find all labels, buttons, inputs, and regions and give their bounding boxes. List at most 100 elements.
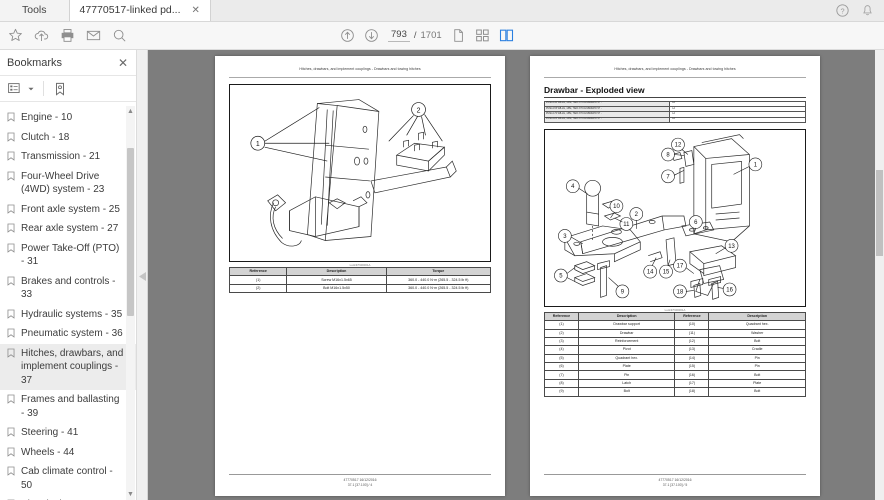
- bookmark-item[interactable]: Brakes and controls - 33: [0, 272, 136, 305]
- table-cell: Reinforcement: [577, 336, 676, 347]
- svg-text:14: 14: [647, 269, 654, 275]
- document-scrollbar[interactable]: [875, 50, 884, 500]
- toolbar-divider: [43, 81, 44, 96]
- column-header: Reference: [228, 266, 288, 277]
- table-cell: Bolt: [708, 370, 806, 380]
- single-page-view-icon[interactable]: [451, 28, 466, 43]
- chevron-down-icon[interactable]: [28, 86, 34, 92]
- table-row: (5)Quadrant hex.(14)Pin: [544, 353, 806, 364]
- svg-text:15: 15: [663, 269, 670, 275]
- left-figure-frame: 1 2: [229, 84, 491, 262]
- close-icon[interactable]: ✕: [191, 4, 200, 16]
- table-cell: Plate: [708, 378, 806, 389]
- collapse-sidebar-handle[interactable]: [139, 272, 146, 281]
- star-icon[interactable]: [8, 28, 23, 43]
- window-controls: ?: [830, 0, 884, 21]
- bookmark-flag-icon: [7, 223, 15, 233]
- bell-icon[interactable]: [861, 4, 874, 17]
- bookmark-flag-icon: [7, 328, 15, 338]
- document-viewport[interactable]: Hitches, drawbars, and implement couplin…: [148, 50, 884, 500]
- table-cell: Bolt: [577, 387, 676, 397]
- bookmark-flag-icon: [7, 112, 15, 122]
- tab-document[interactable]: 47770517-linked pd... ✕: [69, 0, 211, 21]
- bookmark-item[interactable]: Engine - 10: [0, 108, 136, 128]
- table-cell: (17): [674, 378, 710, 389]
- toolbar-left-group: [0, 28, 127, 43]
- search-icon[interactable]: [112, 28, 127, 43]
- bookmark-flag-icon: [7, 243, 15, 253]
- svg-text:5: 5: [559, 273, 563, 279]
- tab-bar-filler: [210, 0, 830, 21]
- model-code: PUMA 185 WB-ldn, 185k, TIER 3 HCC21B0ZWO…: [543, 116, 671, 123]
- bookmark-item[interactable]: Four-Wheel Drive (4WD) system - 23: [0, 167, 136, 200]
- bookmarks-title: Bookmarks: [7, 56, 63, 69]
- bookmark-label: Wheels - 44: [21, 446, 75, 458]
- right-title-rule: [544, 97, 806, 98]
- bookmark-item[interactable]: Steering - 41: [0, 423, 136, 443]
- page-down-icon[interactable]: [364, 28, 379, 43]
- bookmark-item[interactable]: Rear axle system - 27: [0, 219, 136, 239]
- table-cell: Cradle: [708, 345, 806, 355]
- bookmark-item[interactable]: Frames and ballasting - 39: [0, 390, 136, 423]
- bookmark-flag-icon: [7, 309, 15, 319]
- page-number-input[interactable]: 793: [388, 29, 410, 42]
- bookmark-label: Four-Wheel Drive (4WD) system - 23: [21, 170, 105, 196]
- bookmark-flag-icon: [7, 348, 15, 358]
- page-separator: /: [413, 30, 417, 41]
- sidebar-divider[interactable]: [137, 50, 148, 500]
- bookmark-flag-icon: [7, 276, 15, 286]
- table-cell: (15): [674, 361, 710, 372]
- right-footer-doc: 47770517 16/12/2016: [658, 478, 692, 482]
- bookmark-item[interactable]: Electrical systems - 55: [0, 495, 136, 500]
- bookmark-item[interactable]: Clutch - 18: [0, 128, 136, 148]
- bookmark-item[interactable]: Wheels - 44: [0, 443, 136, 463]
- bookmark-item[interactable]: Power Take-Off (PTO) - 31: [0, 239, 136, 272]
- table-cell: Pivot: [577, 345, 676, 355]
- bookmark-item[interactable]: Pneumatic system - 36: [0, 324, 136, 344]
- table-cell: Plate: [577, 361, 676, 372]
- right-footer-section: 37.1 [37.100] / 5: [662, 483, 688, 487]
- email-icon[interactable]: [86, 28, 101, 43]
- tab-bar: Tools 47770517-linked pd... ✕ ?: [0, 0, 884, 22]
- help-icon[interactable]: ?: [836, 3, 849, 17]
- bookmark-item[interactable]: Cab climate control - 50: [0, 462, 136, 495]
- bookmark-item[interactable]: Transmission - 21: [0, 147, 136, 167]
- table-cell: 360.0 - 440.0 N·m (265.5 - 324.5 lb ft): [385, 275, 492, 285]
- svg-text:6: 6: [694, 220, 698, 226]
- bookmark-label: Front axle system - 25: [21, 203, 120, 215]
- tab-tools[interactable]: Tools: [0, 0, 70, 21]
- table-cell: (7): [544, 370, 579, 380]
- close-sidebar-icon[interactable]: ✕: [117, 55, 128, 70]
- bookmark-list-options-icon[interactable]: [7, 82, 24, 95]
- upload-cloud-icon[interactable]: [34, 28, 49, 43]
- sidebar-scrollbar[interactable]: ▲ ▼: [126, 106, 135, 500]
- page-up-icon[interactable]: [340, 28, 355, 43]
- scroll-down-arrow[interactable]: ▼: [127, 491, 134, 498]
- table-row: (2)Drawbar(11)Washer: [544, 328, 806, 338]
- add-bookmark-icon[interactable]: [53, 82, 67, 96]
- sidebar-scroll-thumb[interactable]: [127, 148, 134, 316]
- bookmark-label: Brakes and controls - 33: [21, 275, 116, 301]
- print-icon[interactable]: [60, 28, 75, 43]
- document-scroll-thumb[interactable]: [876, 170, 883, 256]
- table-cell: Pin: [708, 353, 806, 364]
- bookmark-item[interactable]: Hitches, drawbars, and implement couplin…: [0, 343, 136, 390]
- scroll-up-arrow[interactable]: ▲: [127, 108, 134, 115]
- table-cell: Latch: [577, 378, 676, 389]
- svg-text:18: 18: [677, 289, 684, 295]
- page-grid-view-icon[interactable]: [475, 28, 490, 43]
- left-figure-caption: Lock37N00001A: [349, 263, 371, 267]
- bookmark-item[interactable]: Hydraulic systems - 35: [0, 305, 136, 325]
- table-cell: Bolt: [708, 336, 806, 347]
- table-row: (3)Reinforcement(12)Bolt: [544, 336, 806, 347]
- table-cell: (14): [674, 353, 710, 364]
- table-cell: (1): [228, 275, 288, 285]
- two-page-view-icon[interactable]: [499, 28, 514, 43]
- bookmark-item[interactable]: Front axle system - 25: [0, 200, 136, 220]
- svg-text:8: 8: [666, 152, 670, 158]
